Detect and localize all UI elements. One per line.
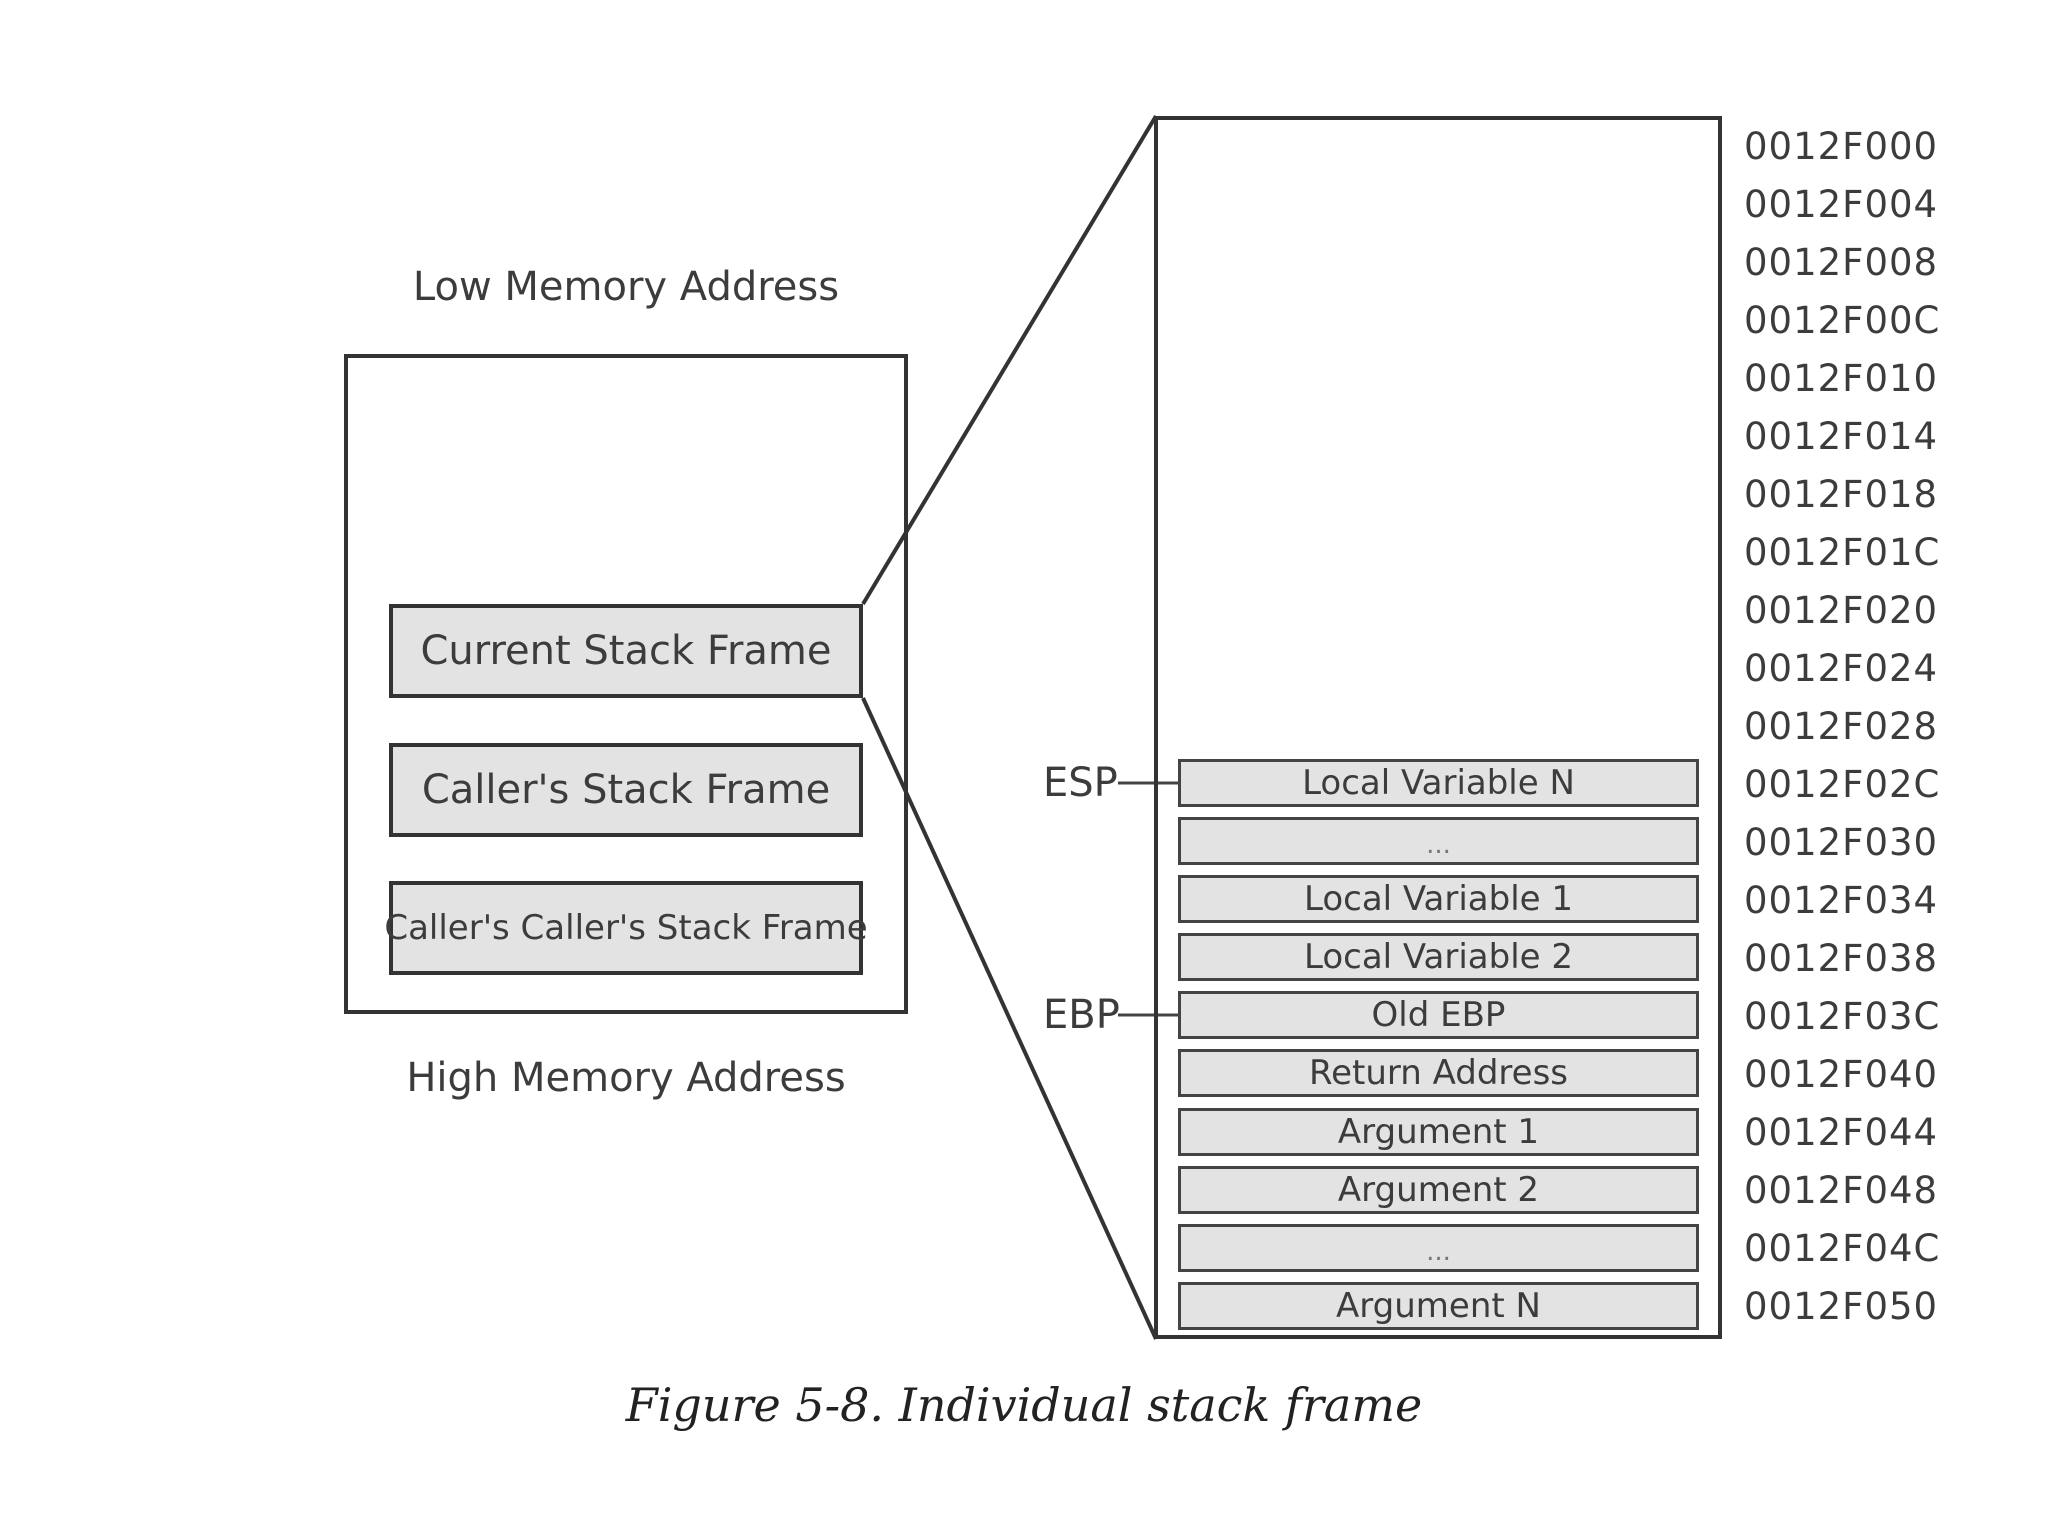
stack-cell: ... [1178, 817, 1699, 865]
callers-callers-stack-frame: Caller's Caller's Stack Frame [384, 881, 868, 975]
stack-cell: Old EBP [1178, 991, 1699, 1039]
address-label: 0012F038 [1744, 937, 1939, 980]
address-label: 0012F024 [1744, 647, 1939, 690]
memory-overview-box [344, 354, 908, 1014]
address-label: 0012F044 [1744, 1111, 1939, 1154]
address-label: 0012F034 [1744, 879, 1939, 922]
high-memory-label: High Memory Address [406, 1055, 846, 1101]
esp-label: ESP [1043, 760, 1118, 806]
expanded-stack-frame [1154, 116, 1722, 1339]
current-stack-frame: Current Stack Frame [389, 604, 863, 698]
stack-cell: Local Variable 2 [1178, 933, 1699, 981]
stack-cell: Local Variable N [1178, 759, 1699, 807]
address-label: 0012F040 [1744, 1053, 1939, 1096]
stack-cell: Argument 2 [1178, 1166, 1699, 1214]
stack-cell: Return Address [1178, 1049, 1699, 1097]
low-memory-label: Low Memory Address [412, 264, 840, 310]
address-label: 0012F000 [1744, 125, 1939, 168]
address-label: 0012F030 [1744, 821, 1939, 864]
stack-cell: Argument N [1178, 1282, 1699, 1330]
address-label: 0012F03C [1744, 995, 1941, 1038]
callers-stack-frame: Caller's Stack Frame [389, 743, 863, 837]
address-label: 0012F00C [1744, 299, 1941, 342]
address-label: 0012F014 [1744, 415, 1939, 458]
address-label: 0012F008 [1744, 241, 1939, 284]
address-label: 0012F020 [1744, 589, 1939, 632]
stack-cell: Argument 1 [1178, 1108, 1699, 1156]
connector-line-top [861, 114, 1158, 606]
figure-caption: Figure 5-8. Individual stack frame [625, 1378, 1423, 1432]
ebp-label: EBP [1043, 992, 1120, 1038]
address-label: 0012F02C [1744, 763, 1941, 806]
address-label: 0012F048 [1744, 1169, 1939, 1212]
stack-cell: ... [1178, 1224, 1699, 1272]
address-label: 0012F004 [1744, 183, 1939, 226]
address-label: 0012F028 [1744, 705, 1939, 748]
address-label: 0012F050 [1744, 1285, 1939, 1328]
address-label: 0012F01C [1744, 531, 1941, 574]
address-label: 0012F010 [1744, 357, 1939, 400]
connector-line-bottom [861, 697, 1158, 1340]
stack-cell: Local Variable 1 [1178, 875, 1699, 923]
address-label: 0012F018 [1744, 473, 1939, 516]
address-label: 0012F04C [1744, 1227, 1941, 1270]
